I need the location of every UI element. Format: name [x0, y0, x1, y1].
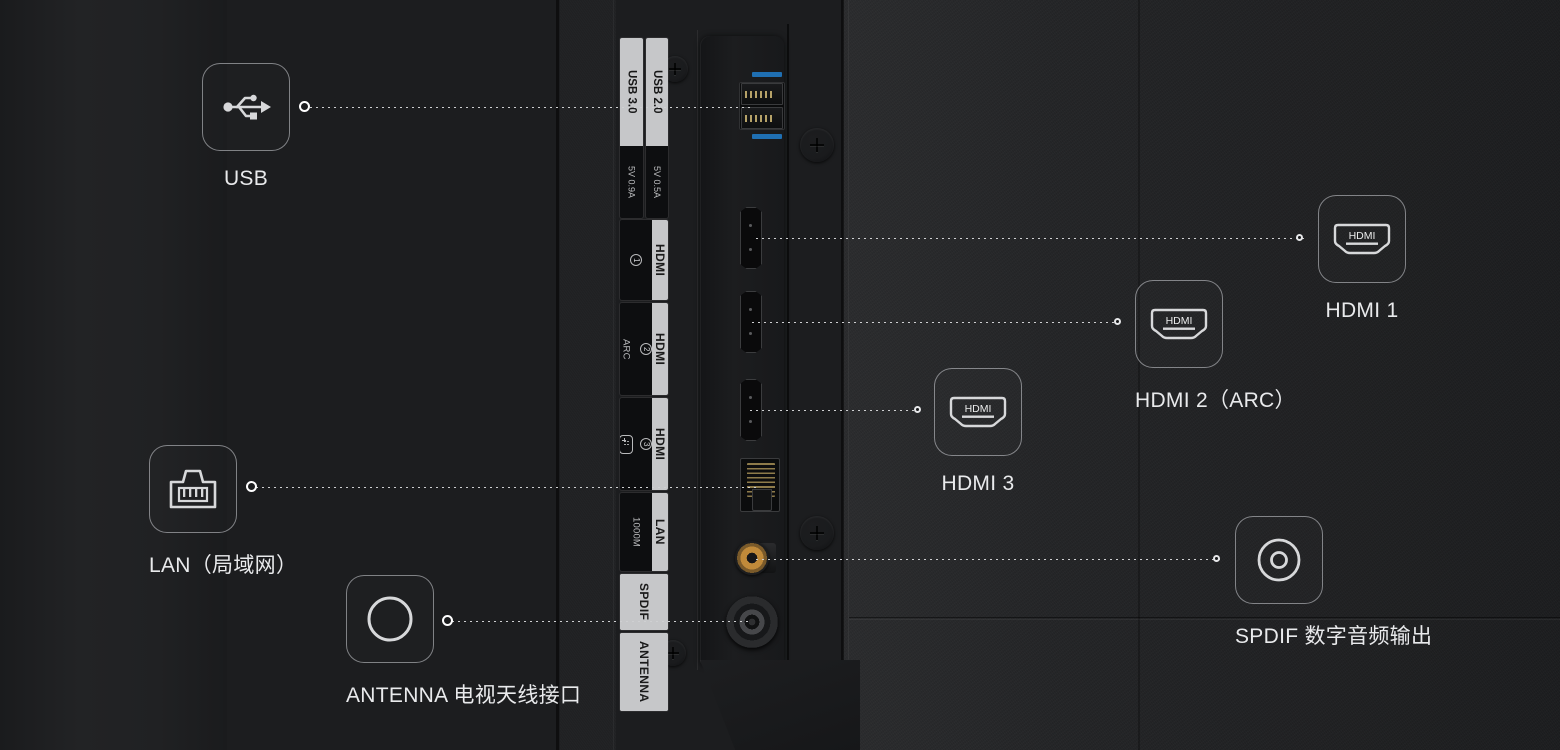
chassis-seam-light	[613, 0, 614, 750]
hdmi2-icon-text: HDMI	[1166, 315, 1193, 327]
callout-antenna[interactable]: ANTENNA 电视天线接口	[346, 575, 581, 709]
hdmi2-caption: HDMI	[652, 303, 668, 395]
hdmi2-arc-label: ARC	[620, 338, 632, 360]
antenna-callout-label: ANTENNA 电视天线接口	[346, 684, 582, 707]
hdmi1-icon-text: HDMI	[1349, 230, 1376, 242]
hdmi1-panel-label: HDMI 1	[620, 220, 668, 300]
hdmi3-panel-label: HDMI 3	[620, 398, 668, 490]
hdmi3-number: 3	[640, 438, 652, 450]
usb30-label: USB 3.0 5V 0.9A	[620, 38, 643, 218]
usb30-caption: USB 3.0	[620, 38, 643, 146]
antenna-circle-icon	[367, 596, 413, 642]
leader-line-lan	[256, 487, 756, 488]
leader-line-spdif	[756, 559, 1221, 560]
leader-dot-hdmi1	[1296, 234, 1303, 241]
screw-icon	[800, 128, 834, 162]
usb-icon	[223, 94, 271, 120]
usb-dual-port	[739, 82, 785, 130]
lan-caption: LAN	[652, 493, 668, 571]
screw-icon	[800, 516, 834, 550]
hdmi-icon: HDMI	[949, 396, 1007, 428]
leader-line-usb	[310, 107, 750, 108]
callout-hdmi2[interactable]: HDMI HDMI 2（ARC）	[1135, 280, 1296, 414]
lan-callout-box	[149, 445, 237, 533]
antenna-callout-box	[346, 575, 434, 663]
chassis-h-seam-light	[849, 619, 1560, 620]
hdmi1-callout-label: HDMI 1	[1325, 299, 1399, 322]
usb30-power: 5V 0.9A	[626, 165, 637, 199]
port-label-strip: HDMI 1 HDMI 2 ARC HDMI 3	[620, 220, 668, 714]
spdif-callout-label: SPDIF 数字音频输出	[1235, 625, 1433, 648]
leader-dot-hdmi3	[914, 406, 921, 413]
spdif-coaxial-icon	[1257, 538, 1301, 582]
lan-speed: 1000M	[630, 516, 642, 548]
hdmi1-number-badge: 1	[620, 220, 652, 300]
port-bay-seam	[697, 30, 698, 670]
gamepad-icon	[620, 434, 633, 454]
usb-port-upper	[741, 83, 783, 105]
callout-lan[interactable]: LAN（局域网）	[149, 445, 297, 579]
usb-port-lower	[741, 107, 783, 129]
hdmi-icon: HDMI	[1333, 223, 1391, 255]
antenna-panel-label: ANTENNA	[620, 633, 668, 711]
hdmi2-number: 2	[640, 343, 652, 355]
antenna-coaxial-port	[726, 596, 778, 648]
leader-dot-lan	[246, 481, 257, 492]
usb-callout-label: USB	[223, 167, 269, 190]
hdmi3-callout-box: HDMI	[934, 368, 1022, 456]
leader-dot-hdmi2	[1114, 318, 1121, 325]
usb20-power: 5V 0.5A	[651, 165, 662, 199]
tv-left-dark-column	[560, 0, 616, 750]
usb-callout-box	[202, 63, 290, 151]
chassis-seam	[556, 0, 559, 750]
tv-back-surface	[843, 0, 1560, 750]
hdmi3-caption: HDMI	[652, 398, 668, 490]
hdmi3-callout-label: HDMI 3	[941, 472, 1015, 495]
chassis-seam-light	[848, 0, 849, 750]
gamepad-dots	[624, 440, 630, 450]
hdmi1-caption: HDMI	[652, 220, 668, 300]
leader-dot-spdif	[1213, 555, 1220, 562]
tv-stand-edge	[700, 660, 862, 750]
callout-usb[interactable]: USB	[202, 63, 290, 191]
leader-dot-antenna	[442, 615, 453, 626]
callout-hdmi1[interactable]: HDMI HDMI 1	[1318, 195, 1406, 323]
leader-line-antenna	[452, 621, 752, 622]
chassis-h-seam	[849, 617, 1560, 618]
leader-dot-usb	[299, 101, 310, 112]
tv-port-recess	[0, 0, 227, 750]
spdif-caption: SPDIF	[620, 574, 668, 630]
hdmi3-meta: 3	[620, 398, 652, 490]
chassis-seam	[1138, 0, 1140, 750]
hdmi2-callout-box: HDMI	[1135, 280, 1223, 368]
chassis-seam	[841, 0, 844, 750]
usb-blue-accent-bottom	[752, 134, 782, 139]
hdmi2-callout-label: HDMI 2（ARC）	[1135, 389, 1296, 412]
hdmi1-callout-box: HDMI	[1318, 195, 1406, 283]
leader-line-hdmi1	[756, 238, 1304, 239]
hdmi2-panel-label: HDMI 2 ARC	[620, 303, 668, 395]
spdif-panel-label: SPDIF	[620, 574, 668, 630]
callout-hdmi3[interactable]: HDMI HDMI 3	[934, 368, 1022, 496]
hdmi1-number: 1	[630, 254, 642, 266]
usb20-label: USB 2.0 5V 0.5A	[645, 38, 668, 218]
hdmi3-icon-text: HDMI	[965, 403, 992, 415]
callout-spdif[interactable]: SPDIF 数字音频输出	[1235, 516, 1432, 650]
usb-label-pair: USB 2.0 5V 0.5A USB 3.0 5V 0.9A	[620, 38, 668, 218]
port-bay-seam-dark	[787, 24, 789, 674]
lan-panel-label: LAN 1000M	[620, 493, 668, 571]
lan-callout-label: LAN（局域网）	[149, 554, 298, 577]
usb-blue-accent-top	[752, 72, 782, 77]
leader-line-hdmi2	[752, 322, 1122, 323]
lan-rj45-icon	[169, 469, 217, 509]
leader-line-hdmi3	[750, 410, 922, 411]
spdif-coaxial-port	[735, 541, 769, 575]
lan-rj45-port	[740, 458, 780, 512]
antenna-caption: ANTENNA	[620, 633, 668, 711]
hdmi2-meta: 2 ARC	[620, 303, 652, 395]
usb20-caption: USB 2.0	[645, 38, 668, 146]
spdif-callout-box	[1235, 516, 1323, 604]
hdmi-icon: HDMI	[1150, 308, 1208, 340]
